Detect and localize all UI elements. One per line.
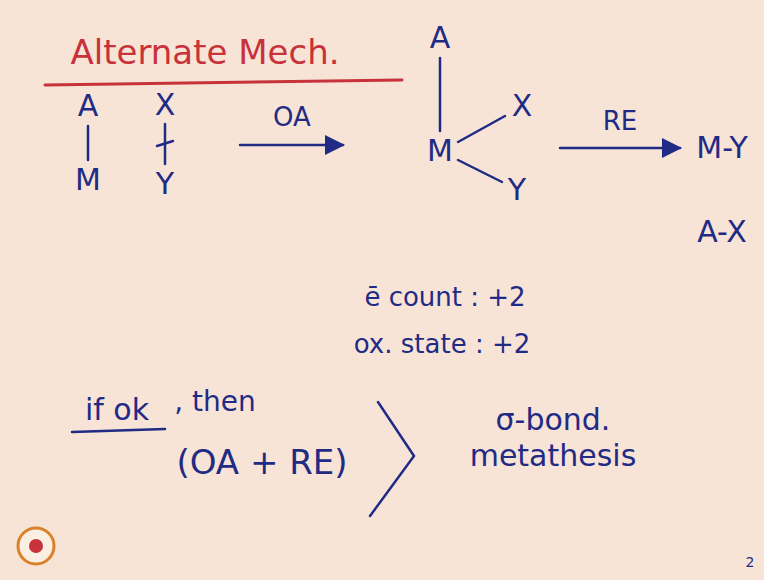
page-number: 2 <box>746 554 755 571</box>
reaction-arrow <box>560 147 680 150</box>
note: (OA + RE) <box>176 442 347 483</box>
conclusion: σ-bond. metathesis <box>428 402 678 474</box>
bond-break-tick <box>157 141 173 146</box>
bond-line <box>439 58 442 131</box>
bracket <box>370 402 414 516</box>
logo <box>18 528 54 564</box>
bond-line <box>458 116 505 142</box>
atom-label: X <box>512 88 533 124</box>
atom-label: M <box>75 162 101 198</box>
note: , then <box>174 385 256 419</box>
note: ox. state : +2 <box>354 329 531 360</box>
atom-label: A <box>430 20 451 56</box>
atom-label: Y <box>508 172 526 208</box>
bond-line <box>458 160 502 182</box>
arrow-label: OA <box>273 102 311 133</box>
atom-label: M <box>427 133 453 169</box>
arrow-label: RE <box>603 106 638 137</box>
product-label: M-Y <box>696 130 747 166</box>
condition: if ok <box>85 392 149 428</box>
underline <box>72 429 165 432</box>
product-label: A-X <box>697 214 747 250</box>
slide-title: Alternate Mech. <box>70 32 339 73</box>
atom-label: Y <box>156 166 174 202</box>
atom-label: A <box>78 88 99 124</box>
note: ē count : +2 <box>364 282 525 313</box>
title-underline <box>45 80 402 85</box>
reaction-arrow <box>240 144 343 147</box>
bond-line <box>87 126 90 160</box>
atom-label: X <box>155 87 176 123</box>
